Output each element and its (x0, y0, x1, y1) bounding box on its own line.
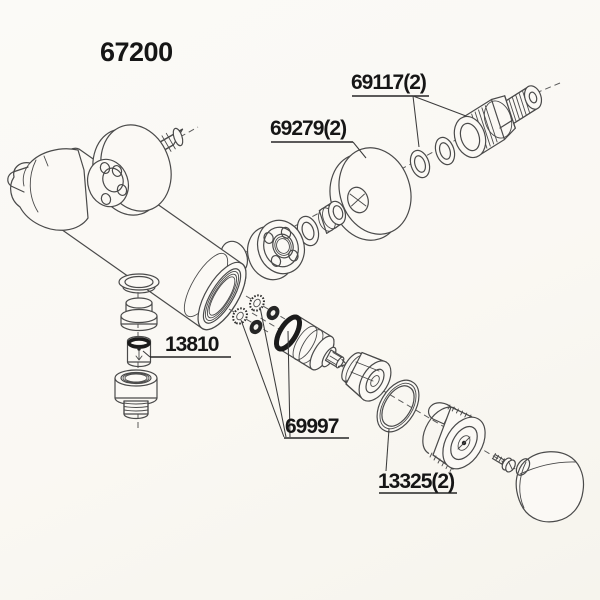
handle-screw (491, 453, 516, 473)
escutcheon-plate (329, 147, 412, 241)
decorative-cap-nut (246, 219, 306, 281)
supply-nipple (318, 200, 347, 234)
check-valve-cartridge (126, 335, 152, 368)
outlet-adapter (114, 369, 158, 420)
handle-cap (515, 451, 585, 523)
wall-seal-washer-1 (409, 149, 431, 179)
temperature-knob (422, 402, 486, 472)
bottom-outlet-port (118, 273, 160, 294)
outlet-bushing (120, 297, 158, 332)
part-label-friction-ring: 13325(2) (378, 470, 455, 493)
part-label-check-valve: 13810 (165, 333, 219, 356)
model-number-label: 67200 (100, 37, 173, 67)
part-label-seal-washers: 69117(2) (351, 71, 427, 94)
inlet-filter-pair-lower (232, 307, 263, 335)
bonnet-nut (341, 351, 392, 402)
flow-handle (7, 148, 89, 231)
leader-lines (142, 95, 467, 494)
thermostatic-cartridge (273, 314, 348, 371)
inlet-filter-pair-upper (249, 294, 280, 321)
part-label-escutcheon: 69279(2) (270, 117, 347, 140)
left-supply-assembly (86, 124, 184, 216)
friction-ring (376, 379, 420, 433)
eccentric-union (453, 85, 543, 159)
wall-seal-washer-2 (434, 136, 456, 166)
part-label-inlet-filters: 69997 (285, 415, 339, 438)
